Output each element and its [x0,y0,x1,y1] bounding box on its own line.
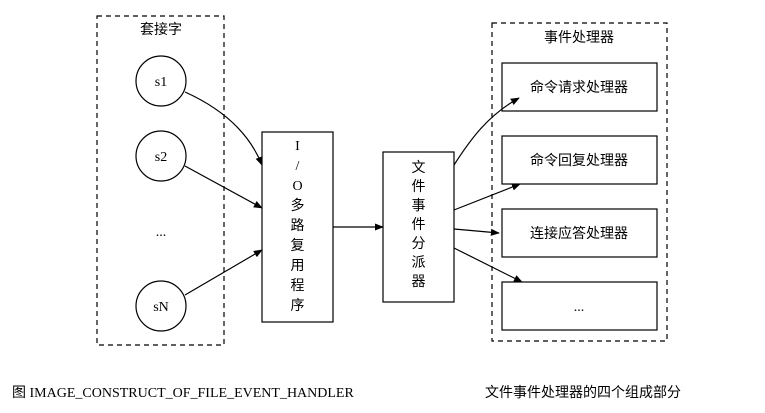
handler-box [501,62,658,112]
handlers-cluster: 事件处理器 命令请求处理器 命令回复处理器 连接应答处理器 ... [491,22,668,342]
socket-label: s2 [155,150,167,165]
handler-box [501,208,658,258]
io-multiplexer-label-char: I [295,139,300,154]
handler-box [501,281,658,331]
figure-caption-text: 文件事件处理器的四个组成部分 [485,385,681,401]
event-dispatcher-label-char: 分 [412,236,426,252]
io-multiplexer-label-char: 多 [291,197,305,214]
edge-dispatcher-to-handler [453,228,500,236]
event-dispatcher-label-char: 事 [412,198,426,214]
edge-dispatcher-to-handler [453,183,521,211]
edge-s2-to-io [184,165,263,209]
event-dispatcher-label-char: 文 [412,160,426,176]
edge-s1-to-io [184,91,263,166]
event-dispatcher-label-char: 件 [412,217,426,233]
socket-cluster-title: 套接字 [140,21,182,38]
handlers-cluster-title: 事件处理器 [544,30,614,46]
edge-dispatcher-to-handler [453,97,520,166]
socket-node [135,130,187,182]
socket-node [135,280,187,332]
socket-ellipsis: ... [156,225,167,240]
io-multiplexer-label-char: 序 [291,298,305,314]
io-multiplexer-label-char: 程 [291,278,305,294]
socket-label: s1 [155,75,167,90]
figure-caption-id: 图 IMAGE_CONSTRUCT_OF_FILE_EVENT_HANDLER [12,386,354,401]
handlers-cluster-border [491,22,668,342]
event-dispatcher-label-char: 派 [412,255,426,271]
socket-label: sN [153,300,169,315]
io-multiplexer-label-char: / [296,159,300,174]
handler-label: 连接应答处理器 [530,225,628,242]
socket-cluster-border [96,15,225,346]
io-multiplexer-label-char: 用 [291,258,305,274]
handler-label: ... [574,300,585,315]
io-multiplexer-label-char: 复 [291,237,305,254]
handler-label: 命令回复处理器 [530,152,628,169]
handler-label: 命令请求处理器 [530,79,628,96]
io-multiplexer-label-char: O [292,179,302,194]
event-dispatcher-label-char: 件 [412,179,426,195]
edge-sn-to-io [184,249,263,296]
edge-dispatcher-to-handler [453,247,523,283]
socket-cluster: 套接字 s1 s2 ... sN [96,15,225,346]
event-dispatcher-label-char: 器 [412,274,426,290]
socket-node [135,55,187,107]
io-multiplexer-label-char: 路 [291,218,305,234]
handler-box [501,135,658,185]
